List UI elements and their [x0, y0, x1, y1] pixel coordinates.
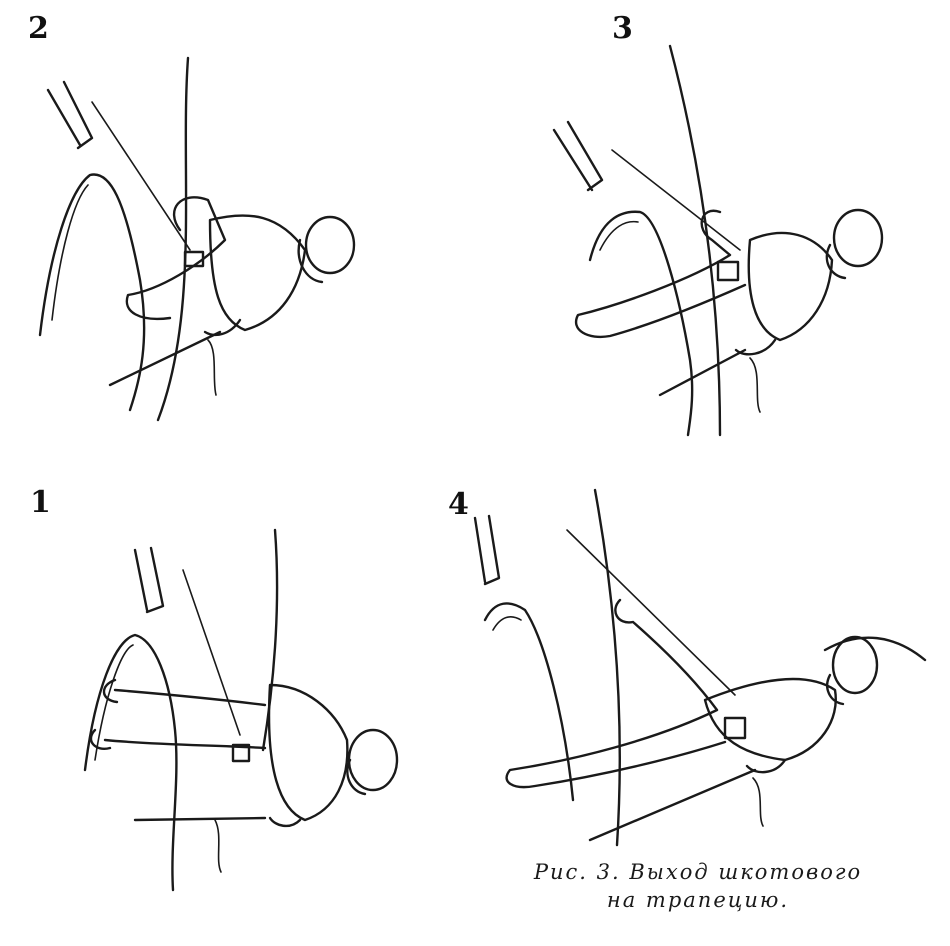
caption-line-2: на трапецию. — [606, 888, 790, 912]
figure-number-3: 3 — [612, 11, 633, 46]
figure-number-4: 4 — [448, 487, 469, 522]
figure-number-2: 2 — [28, 11, 49, 46]
figure-caption: Рис. 3. Выход шкотового на трапецию. — [488, 858, 908, 914]
sketch-3-sailor-leg-extended — [540, 40, 910, 440]
sketch-1-sailor-standing — [55, 520, 415, 900]
figure-number-1: 1 — [30, 485, 51, 520]
sketch-2-sailor-hiking — [30, 50, 390, 430]
caption-line-1: Рис. 3. Выход шкотового — [533, 860, 863, 884]
sketch-4-sailor-full-trapeze — [455, 470, 935, 850]
